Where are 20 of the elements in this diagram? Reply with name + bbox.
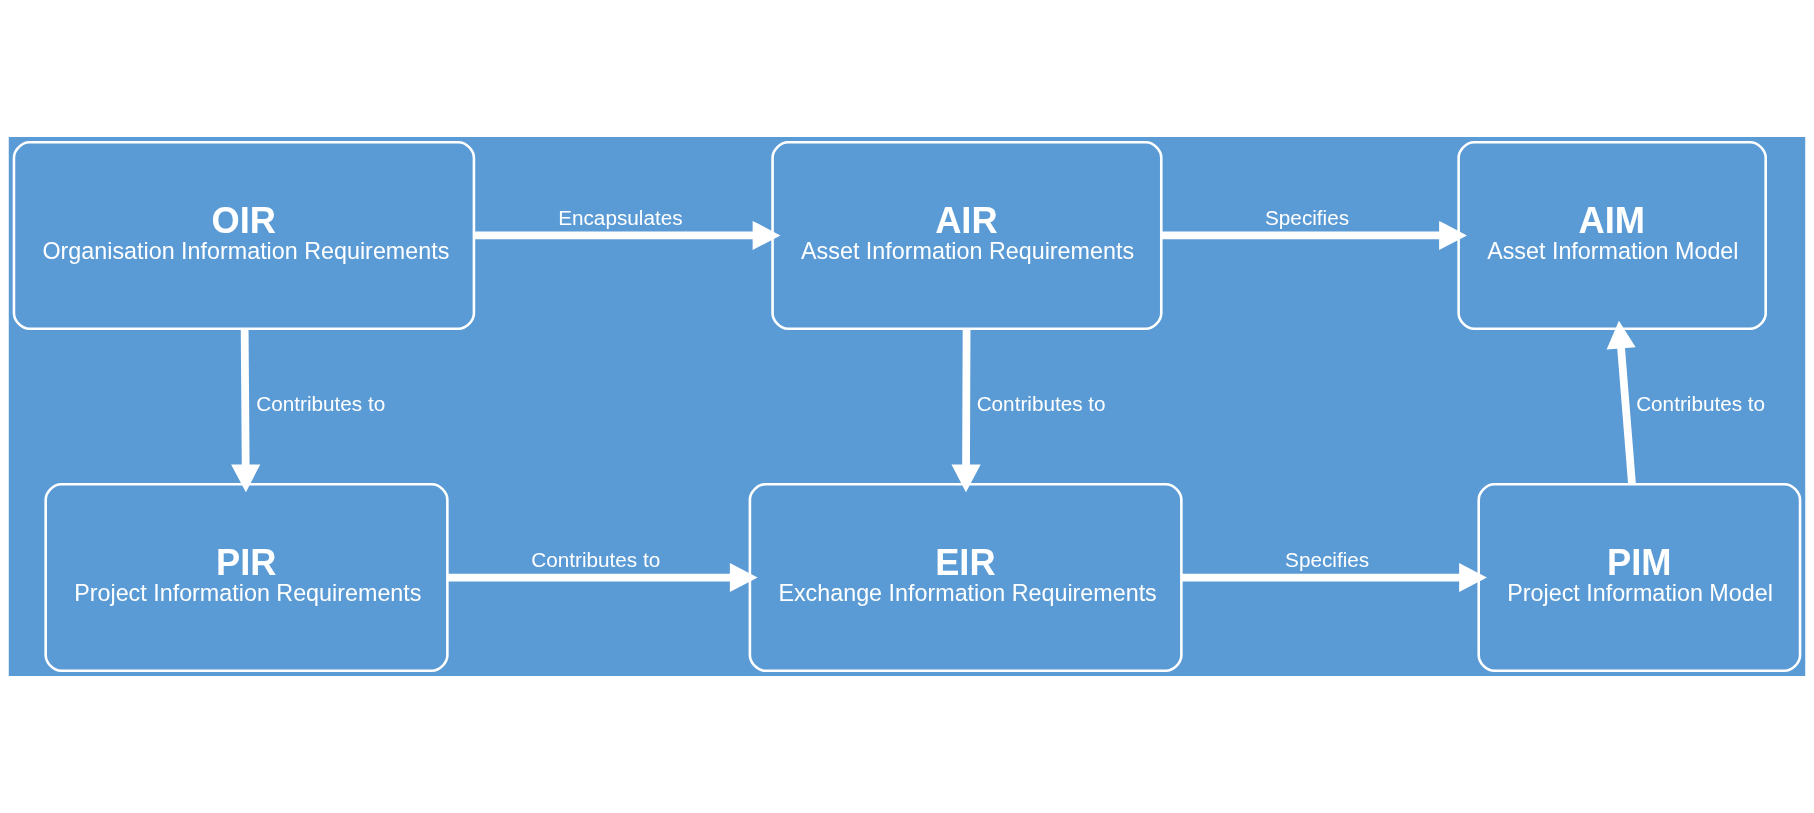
node-box: EIR Exchange Information Requirements <box>748 482 1183 673</box>
node-box: AIR Asset Information Requirements <box>771 140 1163 331</box>
edge-label: Contributes to <box>531 547 661 571</box>
edge-label: Contributes to <box>1636 392 1766 416</box>
edge-label: Encapsulates <box>558 205 683 229</box>
edge-label: Contributes to <box>256 392 386 416</box>
arrow <box>951 329 981 493</box>
edge-label: Specifies <box>1285 547 1370 571</box>
node-box: AIM Asset Information Model <box>1457 140 1767 331</box>
node-box: PIM Project Information Model <box>1477 482 1802 673</box>
node-box: PIR Project Information Requirements <box>44 482 449 673</box>
arrow <box>447 562 758 593</box>
edge-label: Specifies <box>1265 205 1350 229</box>
arrow <box>1161 220 1467 251</box>
arrow <box>231 329 261 493</box>
arrow <box>1181 562 1487 593</box>
edge-label: Contributes to <box>976 392 1106 416</box>
arrow <box>1606 320 1636 485</box>
arrow <box>474 220 781 251</box>
node-box: OIR Organisation Information Requirements <box>12 140 476 331</box>
